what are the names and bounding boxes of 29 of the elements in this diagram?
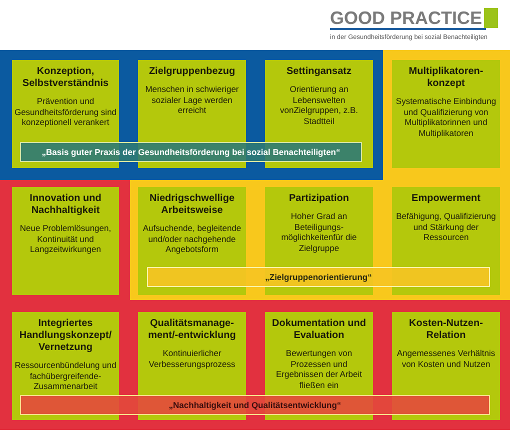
criterion-heading: Integriertes Handlungskonzept/ Vernetzung (18, 318, 113, 354)
criterion-description: Aufsuchende, begleitende und/oder nachgehende Angebotsform (142, 223, 242, 254)
criterion-heading: Qualitätsmanage-ment/-entwicklung (147, 318, 237, 342)
criterion-description: Neue Problemlösungen, Kontinuität und Langzeitwirkungen (18, 223, 112, 254)
criterion-description: Angemessenes Verhältnis von Kosten und Nutzen (396, 348, 496, 369)
criterion-description: Ressourcenbündelung und fachübergreifende-Zusammenarbeit (14, 360, 117, 392)
criterion-heading: Zielgruppenbezug (148, 66, 236, 78)
criterion-description: Menschen in schwieriger sozialer Lage werden erreicht (144, 84, 240, 116)
criterion-box (12, 187, 119, 295)
criterion-heading: Niedrigschwellige Arbeitsweise (148, 193, 236, 217)
criterion-box (392, 60, 500, 168)
criterion-heading: Konzeption, Selbstverständnis (21, 66, 110, 90)
category-band: „Zielgruppenorientierung“ (147, 267, 490, 287)
criterion-description: Systematische Einbindung und Qualifizierung von Multiplikatorinnen und Multiplikatoren (394, 96, 498, 138)
criterion-description: Kontinuierlicher Verbesserungsprozess (148, 348, 236, 369)
criterion-heading: Empowerment (412, 193, 480, 205)
criterion-description: Orientierung an Lebenswelten vonZielgruppen, z.B. Stadtteil (279, 84, 359, 126)
criterion-heading: Partizipation (288, 193, 349, 205)
criterion-heading: Settingansatz (286, 66, 352, 78)
criterion-heading: Kosten-Nutzen-Relation (408, 318, 484, 342)
criterion-description: Hoher Grad an Beteiligungs-möglichkeitenfür die Zielgruppe (280, 211, 358, 253)
category-band: „Basis guter Praxis der Gesundheitsförderung bei sozial Benachteiligten“ (20, 142, 362, 162)
criterion-description: Befähigung, Qualifizierung und Stärkung der Ressourcen (395, 211, 497, 242)
criterion-description: Prävention und Gesundheitsförderung sind konzeptionell verankert (14, 96, 117, 128)
criterion-description: Bewertungen von Prozessen und Ergebnissen der Arbeit fließen ein (275, 348, 363, 390)
criterion-heading: Multiplikatoren-konzept (408, 66, 484, 90)
category-band: „Nachhaltigkeit und Qualitätsentwicklung“ (20, 395, 490, 415)
criterion-heading: Innovation und Nachhaltigkeit (28, 193, 102, 217)
criterion-heading: Dokumentation und Evaluation (271, 318, 367, 342)
